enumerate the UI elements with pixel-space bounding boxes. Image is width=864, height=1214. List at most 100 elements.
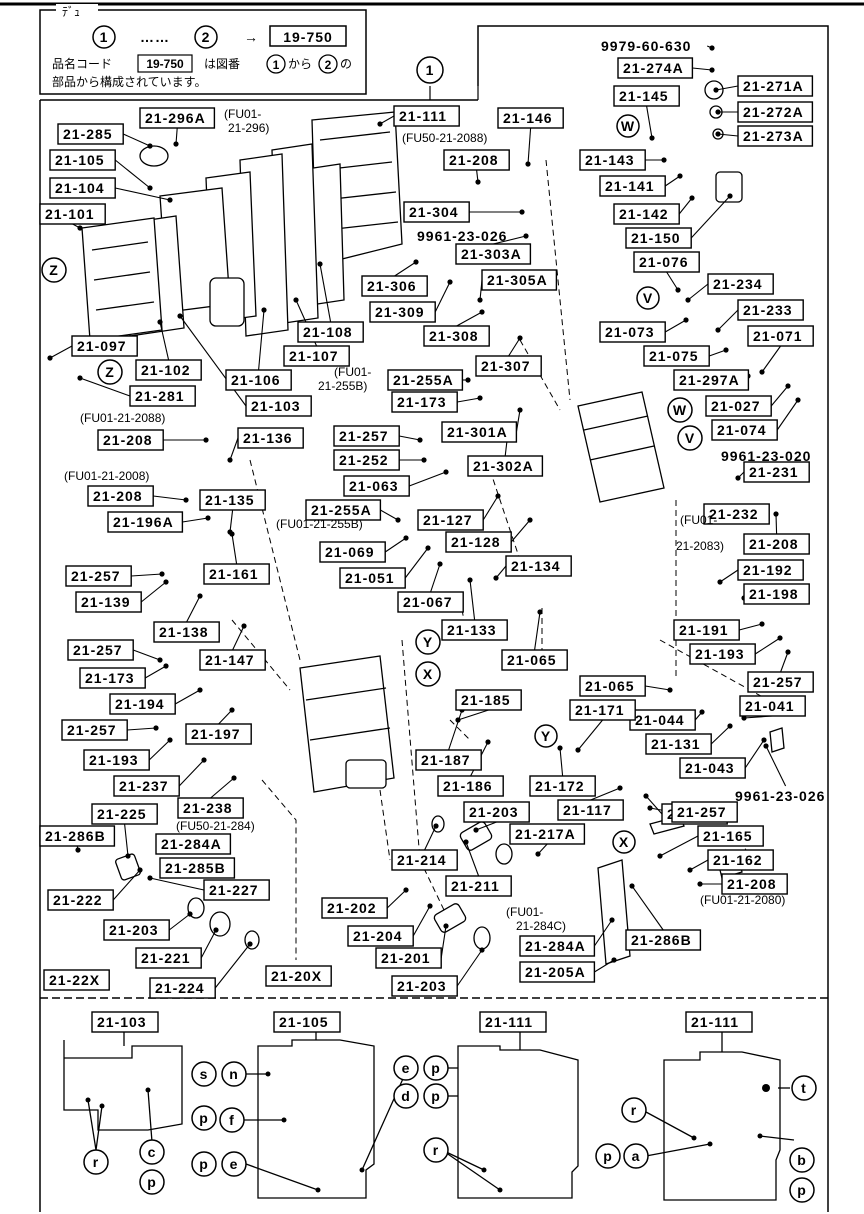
leader-line bbox=[493, 235, 527, 245]
leader-line bbox=[153, 495, 187, 501]
leader-line bbox=[590, 787, 621, 801]
part-number: 21-301A bbox=[447, 424, 508, 440]
leader-dot bbox=[759, 621, 765, 627]
leader-dot bbox=[317, 261, 323, 267]
part-label: 9961-23-020 bbox=[721, 448, 810, 464]
part-label: 21-065 bbox=[579, 675, 646, 697]
circle-marker: V bbox=[677, 425, 703, 451]
part-number: 21-232 bbox=[709, 506, 759, 522]
part-label: 21-238 bbox=[177, 797, 244, 819]
leader-line bbox=[144, 665, 167, 679]
leader-line bbox=[715, 85, 739, 91]
leader-line bbox=[114, 159, 151, 189]
leader-dot bbox=[229, 707, 235, 713]
detail-letter: p bbox=[191, 1151, 217, 1177]
part-label: 21-257 bbox=[747, 671, 814, 693]
ref-note: (FU01-21-255B) bbox=[276, 517, 363, 531]
leader-line bbox=[457, 709, 489, 721]
part-label: 21-076 bbox=[633, 251, 700, 273]
accumulator-285 bbox=[139, 145, 169, 167]
leader-line bbox=[159, 321, 170, 361]
leader-dot bbox=[137, 867, 143, 873]
part-label: 21-101 bbox=[39, 203, 106, 225]
leader-dot bbox=[683, 317, 689, 323]
note-line1-from: から bbox=[288, 57, 312, 71]
leader-dot bbox=[413, 259, 419, 265]
leader-dot bbox=[173, 141, 179, 147]
leader-dot bbox=[197, 687, 203, 693]
part-number: 21-191 bbox=[679, 622, 729, 638]
leader-dot bbox=[183, 497, 189, 503]
part-number: 21-257 bbox=[67, 722, 117, 738]
part-number: 21-073 bbox=[605, 324, 655, 340]
part-number: 21-272A bbox=[743, 104, 804, 120]
part-number: 21-074 bbox=[717, 422, 767, 438]
leader-dot bbox=[535, 851, 541, 857]
leader-line bbox=[456, 949, 483, 987]
part-number: 21-297A bbox=[679, 372, 740, 388]
leader-dot bbox=[685, 297, 691, 303]
part-label: 21-074 bbox=[711, 419, 778, 441]
part-number: 21-274A bbox=[623, 60, 684, 76]
part-label: 21-232 bbox=[703, 503, 770, 525]
leader-line bbox=[495, 565, 507, 579]
leader-dot bbox=[523, 233, 529, 239]
detail-letter-text: p bbox=[603, 1148, 613, 1164]
leader-dot bbox=[735, 475, 741, 481]
part-number: 21-134 bbox=[511, 558, 561, 574]
part-number: 21-238 bbox=[183, 800, 233, 816]
leader-line bbox=[175, 127, 178, 145]
part-label: 21-225 bbox=[91, 803, 158, 825]
leader-line bbox=[631, 885, 664, 931]
leader-line bbox=[394, 261, 417, 277]
part-number: 21-273A bbox=[743, 128, 804, 144]
part-label: 21-257 bbox=[67, 639, 134, 661]
part-number: 21-285B bbox=[165, 860, 226, 876]
leader-dot bbox=[163, 663, 169, 669]
part-number: 21-255A bbox=[393, 372, 454, 388]
leader-lines bbox=[47, 45, 801, 989]
part-number: 21-22X bbox=[49, 972, 100, 988]
part-number: 21-208 bbox=[449, 152, 499, 168]
part-label: 21-208 bbox=[97, 429, 164, 451]
part-label: 21-257 bbox=[65, 565, 132, 587]
part-number: 21-173 bbox=[85, 670, 135, 686]
leader-dot bbox=[649, 135, 655, 141]
part-label: 21-111 bbox=[393, 105, 460, 127]
leader-line bbox=[127, 727, 157, 731]
part-number: 21-143 bbox=[585, 152, 635, 168]
part-number: 21-171 bbox=[575, 702, 625, 718]
part-label: 21-104 bbox=[49, 177, 116, 199]
part-number: 21-187 bbox=[421, 752, 471, 768]
leader-line bbox=[692, 67, 713, 71]
detail-header-label: 21-103 bbox=[97, 1014, 147, 1030]
ref-note: 21-296) bbox=[228, 121, 269, 135]
part-label: 21-136 bbox=[237, 427, 304, 449]
part-number: 21-139 bbox=[81, 594, 131, 610]
leader-line bbox=[386, 889, 407, 909]
detail-letter: c bbox=[139, 1139, 165, 1165]
part-label: 21-192 bbox=[737, 559, 804, 581]
note-line1-c2: 2 bbox=[325, 58, 332, 72]
leader-dot bbox=[727, 723, 733, 729]
leader-dot bbox=[557, 745, 563, 751]
note-code-box: 19-750 bbox=[283, 29, 333, 45]
part-label: 21-131 bbox=[645, 733, 712, 755]
part-label: 21-222 bbox=[47, 889, 114, 911]
detail-letter-text: p bbox=[797, 1182, 807, 1198]
part-label: 21-252 bbox=[333, 449, 400, 471]
note-arrow: → bbox=[244, 29, 259, 45]
part-number: 21-208 bbox=[103, 432, 153, 448]
detail-21-111b-outline bbox=[663, 1051, 781, 1201]
circle-marker: Z bbox=[97, 359, 123, 385]
leader-line bbox=[754, 637, 781, 655]
leader-dot bbox=[479, 947, 485, 953]
part-label: 21-171 bbox=[569, 699, 636, 721]
leader-line bbox=[761, 345, 782, 373]
part-label: 21-271A bbox=[737, 75, 814, 97]
detail-letter-text: p bbox=[199, 1110, 209, 1126]
detail-letter-text: p bbox=[431, 1088, 441, 1104]
part-label: 21-194 bbox=[109, 693, 176, 715]
part-number: 21-161 bbox=[209, 566, 259, 582]
